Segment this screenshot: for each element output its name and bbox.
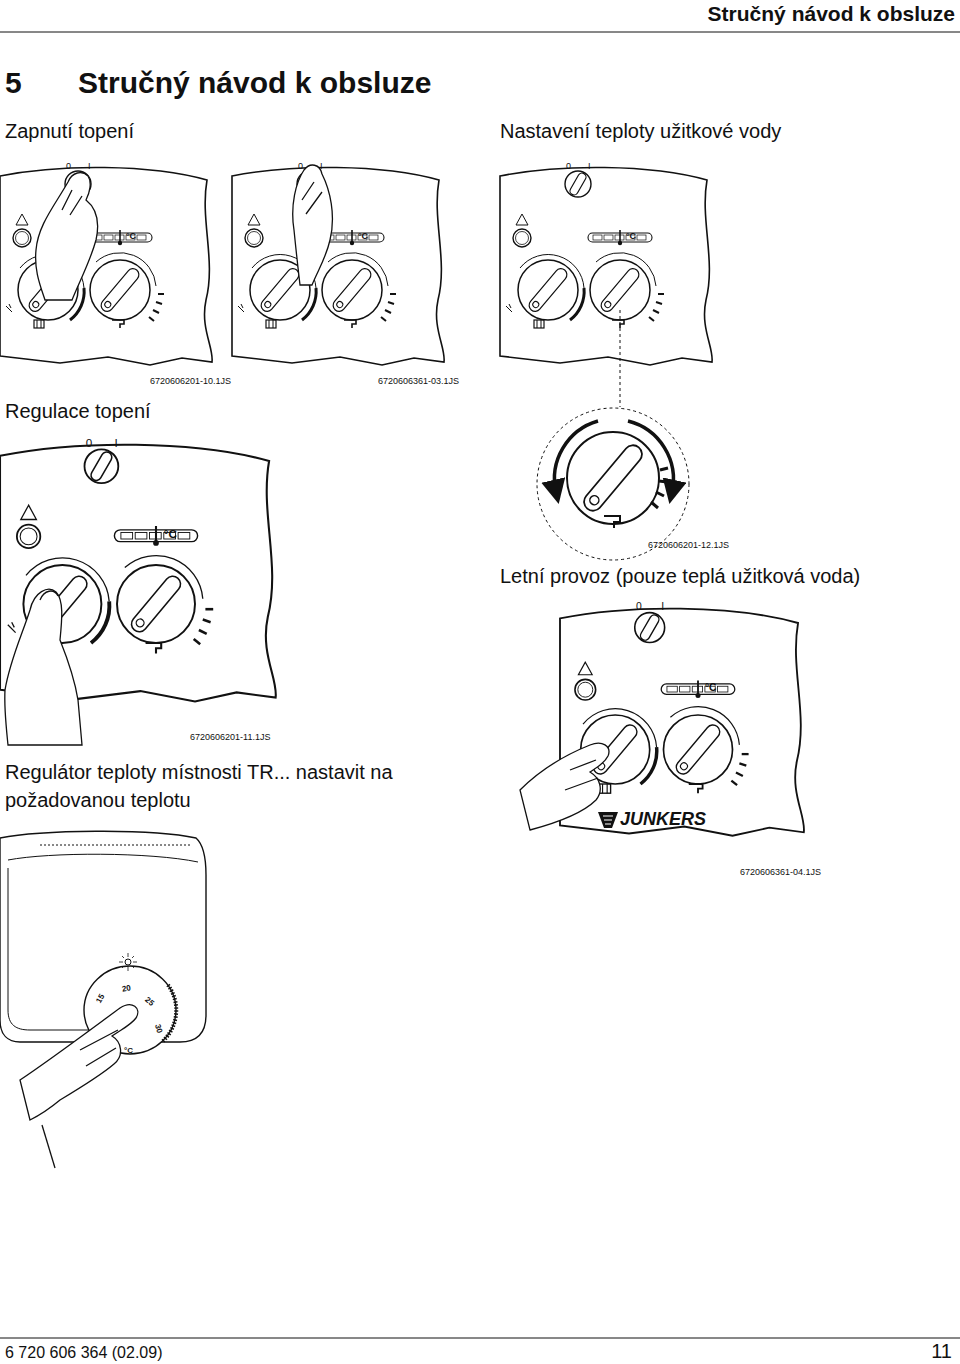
- hand: [20, 1005, 138, 1120]
- figure-code: 6720606361-03.1JS: [378, 376, 459, 386]
- dial-marking: °C: [126, 231, 136, 241]
- junkers-logo-mark: [598, 812, 618, 828]
- figure-code: 6720606201-12.1JS: [648, 540, 729, 550]
- control-panel: [232, 167, 444, 365]
- page-title: Stručný návod k obsluze: [78, 66, 431, 101]
- dial-marking: I: [320, 161, 323, 171]
- dial-marking: I: [88, 161, 91, 171]
- dial-marking: 0: [66, 161, 71, 171]
- dial-marking: 0: [636, 601, 642, 613]
- room-thermostat: [0, 831, 206, 1168]
- dial-marking: °C: [124, 1046, 133, 1055]
- section-heading: Regulátor teploty místnosti TR... nastav…: [5, 758, 455, 814]
- dial-marking: I: [588, 161, 591, 171]
- zoomed-dial: [555, 421, 674, 528]
- hand: [520, 743, 609, 830]
- dial-marking: 0: [298, 161, 303, 171]
- control-panel: [560, 609, 804, 836]
- header-rule: [0, 32, 960, 33]
- footer-rule: [0, 1338, 960, 1339]
- zoom-leader: [620, 310, 621, 407]
- dial-marking: I: [114, 436, 117, 449]
- section-heading: Regulace topení: [5, 400, 151, 423]
- section-heading: Zapnutí topení: [5, 120, 134, 143]
- hand: [36, 173, 98, 300]
- control-panel: [500, 167, 712, 365]
- document-number: 6 720 606 364 (02.09): [5, 1344, 162, 1362]
- control-panel: [0, 167, 212, 365]
- dial-marking: 20: [121, 983, 131, 994]
- hand: [293, 165, 333, 285]
- page-number: 11: [931, 1340, 952, 1363]
- dial-marking: I: [661, 601, 664, 613]
- dial-marking: 0: [566, 161, 571, 171]
- dial-marking: 0: [86, 436, 93, 449]
- section-heading: Letní provoz (pouze teplá užitková voda): [500, 565, 860, 588]
- chapter-number: 5: [5, 66, 22, 101]
- figure-code: 6720606201-10.1JS: [150, 376, 231, 386]
- dial-marking: °C: [164, 527, 177, 540]
- running-header: Stručný návod k obsluze: [708, 2, 955, 26]
- figure-code: 6720606361-04.1JS: [740, 867, 821, 877]
- brand-logo: JUNKERS: [620, 809, 706, 830]
- zoom-circle: [537, 408, 689, 560]
- dial-marking: °C: [626, 231, 636, 241]
- hand: [5, 589, 82, 745]
- figure-code: 6720606201-11.1JS: [190, 732, 270, 742]
- section-heading: Nastavení teploty užitkové vody: [500, 120, 781, 143]
- dial-marking: °C: [358, 231, 368, 241]
- dial-marking: °C: [705, 682, 717, 694]
